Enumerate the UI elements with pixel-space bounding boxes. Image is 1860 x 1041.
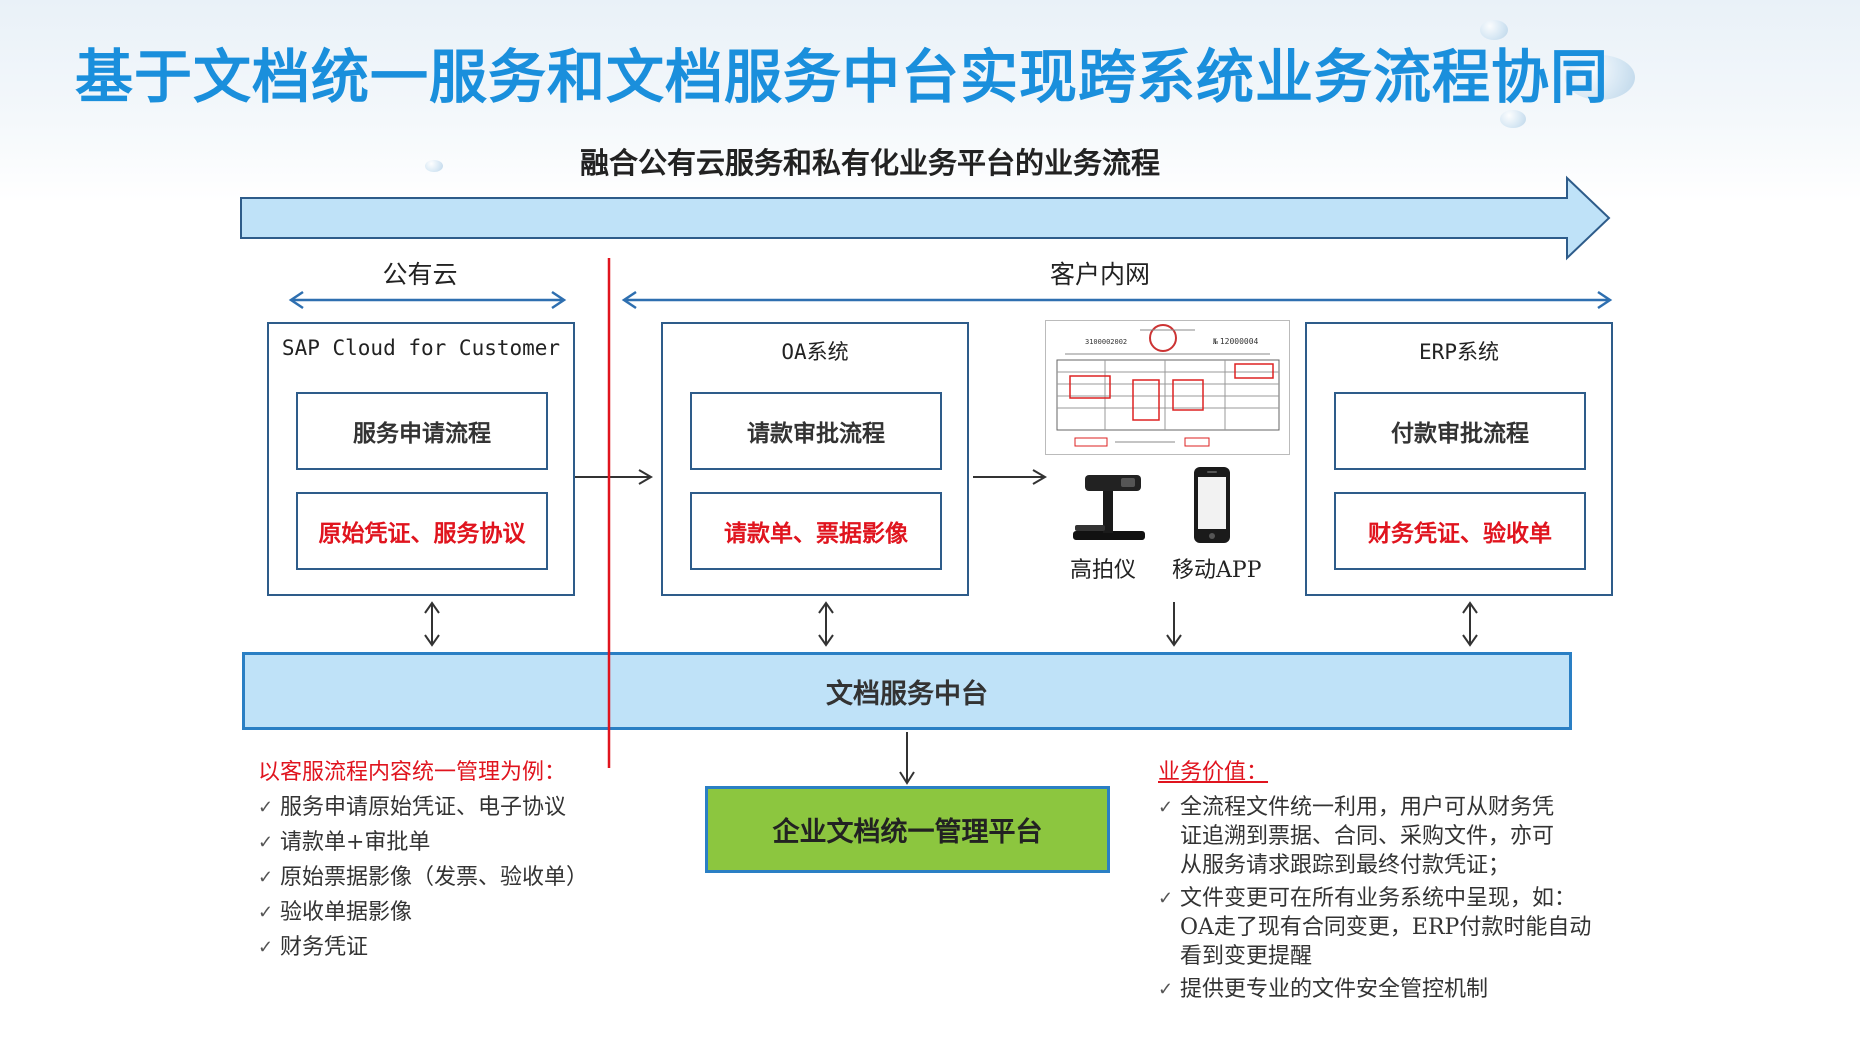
- erp-system: ERP系统 付款审批流程 财务凭证、验收单: [1305, 322, 1613, 596]
- invoice-code: 3100002002: [1085, 338, 1127, 346]
- list-item: 原始票据影像（发票、验收单）: [258, 860, 678, 895]
- document-scanner-icon: [1073, 475, 1145, 540]
- water-drop-decoration: [425, 160, 443, 172]
- list-item-line: 全流程文件统一利用，用户可从财务凭: [1180, 795, 1555, 820]
- list-item: 请款单+审批单: [258, 825, 678, 860]
- oa-platform-double-arrow: [818, 601, 834, 647]
- sap-cloud-system: SAP Cloud for Customer 服务申请流程 原始凭证、服务协议: [267, 322, 575, 596]
- water-drop-decoration: [1480, 20, 1508, 40]
- header-background: [0, 0, 1860, 200]
- water-drop-decoration: [1565, 55, 1635, 100]
- oa-documents-box: 请款单、票据影像: [690, 492, 942, 570]
- list-item: 文件变更可在所有业务系统中呈现，如： OA走了现有合同变更，ERP付款时能自动 …: [1158, 884, 1598, 971]
- public-cloud-label: 公有云: [382, 260, 458, 289]
- intranet-label: 客户内网: [1049, 260, 1150, 289]
- mobile-app-label: 移动APP: [1172, 558, 1262, 583]
- sap-platform-double-arrow: [424, 601, 440, 647]
- document-service-middle-platform: 文档服务中台: [242, 652, 1572, 730]
- oa-process-box: 请款审批流程: [690, 392, 942, 470]
- list-item-line: 看到变更提醒: [1180, 944, 1313, 969]
- list-item-line: 文件变更可在所有业务系统中呈现，如：: [1180, 886, 1577, 911]
- erp-process-box: 付款审批流程: [1334, 392, 1586, 470]
- list-item: 验收单据影像: [258, 895, 678, 930]
- erp-platform-double-arrow: [1462, 601, 1478, 647]
- flow-subtitle: 融合公有云服务和私有化业务平台的业务流程: [579, 146, 1160, 180]
- erp-system-title: ERP系统: [1419, 340, 1499, 364]
- erp-documents-box: 财务凭证、验收单: [1334, 492, 1586, 570]
- sap-documents-box: 原始凭证、服务协议: [296, 492, 548, 570]
- list-item: 财务凭证: [258, 930, 678, 965]
- business-value-heading: 业务价值：: [1158, 760, 1269, 785]
- scanner-label: 高拍仪: [1070, 558, 1137, 583]
- page-title: 基于文档统一服务和文档服务中台实现跨系统业务流程协同: [75, 43, 1610, 111]
- process-flow-arrow: [240, 175, 1611, 261]
- list-item: 全流程文件统一利用，用户可从财务凭 证追溯到票据、合同、采购文件，亦可 从服务请…: [1158, 793, 1598, 880]
- invoice-number: 12000004: [1220, 337, 1259, 346]
- cloud-intranet-boundary-line: [607, 258, 611, 768]
- intranet-span-arrow: [621, 290, 1613, 310]
- list-item: 服务申请原始凭证、电子协议: [258, 790, 678, 825]
- sap-to-oa-arrow: [575, 469, 653, 485]
- example-notes-heading: 以客服流程内容统一管理为例：: [258, 760, 567, 785]
- list-item-line: OA走了现有合同变更，ERP付款时能自动: [1180, 915, 1592, 940]
- sap-system-title: SAP Cloud for Customer: [281, 336, 561, 360]
- mobile-phone-icon: [1194, 467, 1230, 543]
- list-item-line: 从服务请求跟踪到最终付款凭证；: [1180, 853, 1511, 878]
- invoice-no-prefix: №: [1212, 337, 1218, 346]
- oa-to-devices-arrow: [973, 469, 1047, 485]
- oa-system-title: OA系统: [781, 340, 849, 364]
- water-drop-decoration: [1500, 110, 1526, 128]
- platform-to-enterprise-arrow: [899, 732, 915, 785]
- sap-process-box: 服务申请流程: [296, 392, 548, 470]
- public-cloud-span-arrow: [288, 290, 567, 310]
- example-notes: 以客服流程内容统一管理为例： 服务申请原始凭证、电子协议 请款单+审批单 原始票…: [258, 755, 678, 965]
- list-item: 提供更专业的文件安全管控机制: [1158, 975, 1598, 1004]
- enterprise-document-platform: 企业文档统一管理平台: [705, 786, 1110, 873]
- list-item-line: 证追溯到票据、合同、采购文件，亦可: [1180, 824, 1555, 849]
- business-value-notes: 业务价值： 全流程文件统一利用，用户可从财务凭 证追溯到票据、合同、采购文件，亦…: [1158, 758, 1598, 1008]
- devices-platform-arrow: [1166, 602, 1182, 647]
- oa-system: OA系统 请款审批流程 请款单、票据影像: [661, 322, 969, 596]
- list-item-line: 提供更专业的文件安全管控机制: [1180, 977, 1489, 1002]
